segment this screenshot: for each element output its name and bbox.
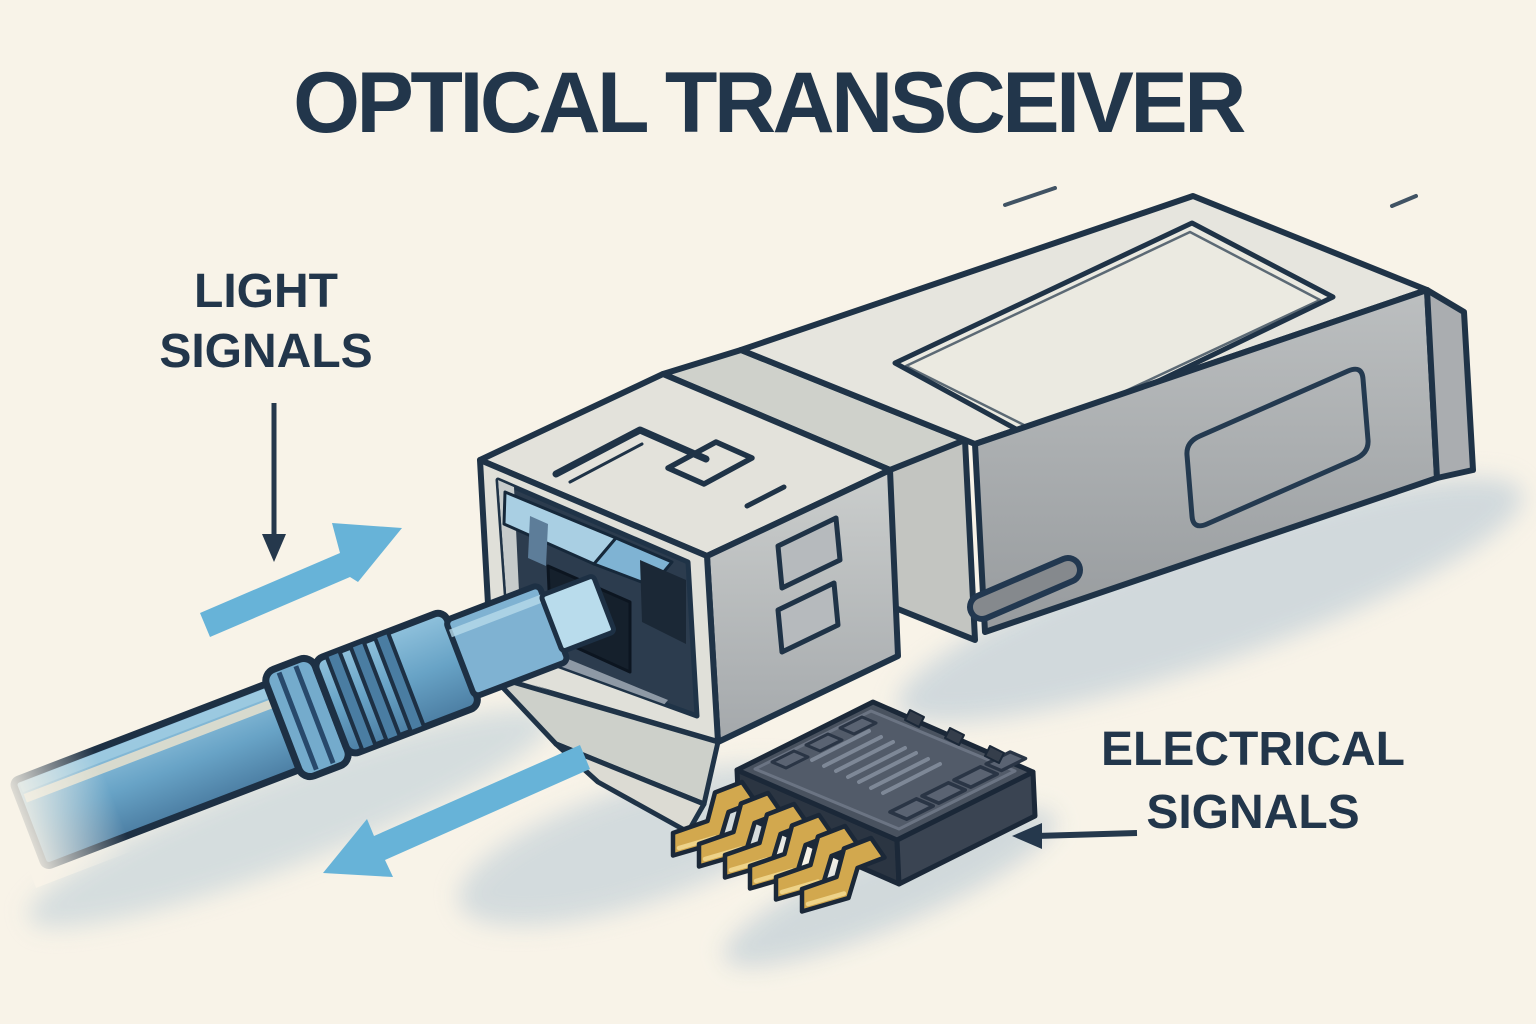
fiber-cable [0, 574, 616, 888]
light-signals-line2: SIGNALS [159, 325, 373, 378]
boot-ridge [324, 648, 378, 753]
top-face-ticks [1003, 186, 1418, 208]
cable-ferrule-tip [539, 574, 616, 653]
blue-arrow-down-left-icon [323, 745, 590, 877]
cage-vent-slots [775, 515, 843, 655]
shadows [28, 477, 1523, 967]
module-shadow [897, 477, 1523, 723]
connector-edge-nubs [904, 709, 1005, 764]
cable-fade [0, 734, 134, 888]
blue-arrow-up-right-icon [200, 523, 402, 637]
left-arrow-icon [1012, 823, 1138, 849]
down-arrow-icon [262, 403, 286, 562]
electrical-signals-line1: ELECTRICAL [1101, 723, 1405, 776]
cable-shadow [28, 708, 552, 928]
cage-engraved-marks [552, 426, 787, 509]
collar-ring-line [293, 665, 336, 765]
light-signals-line1: LIGHT [194, 265, 338, 318]
transceiver-module [477, 186, 1476, 835]
body-label-panel-inner [904, 230, 1322, 434]
nose-highlight [449, 593, 546, 638]
boot-ridge [372, 629, 427, 735]
electrical-connector [673, 699, 1038, 912]
connector-heatsink-fins [810, 729, 942, 795]
electrical-signals-line2: SIGNALS [1146, 786, 1360, 839]
boot-ridge [348, 639, 402, 744]
side-door-panel-outline [1184, 366, 1371, 529]
body-end-cap [1424, 287, 1476, 481]
body-label-panel [892, 220, 1336, 443]
light-signals-label: LIGHT SIGNALS [96, 262, 436, 382]
side-slot [967, 555, 1083, 622]
signal-arrows [200, 403, 1138, 877]
page-title: OPTICAL TRANSCEIVER [293, 55, 1246, 151]
collar-ring-line [276, 671, 319, 771]
electrical-signals-label: ELECTRICAL SIGNALS [1083, 718, 1423, 844]
